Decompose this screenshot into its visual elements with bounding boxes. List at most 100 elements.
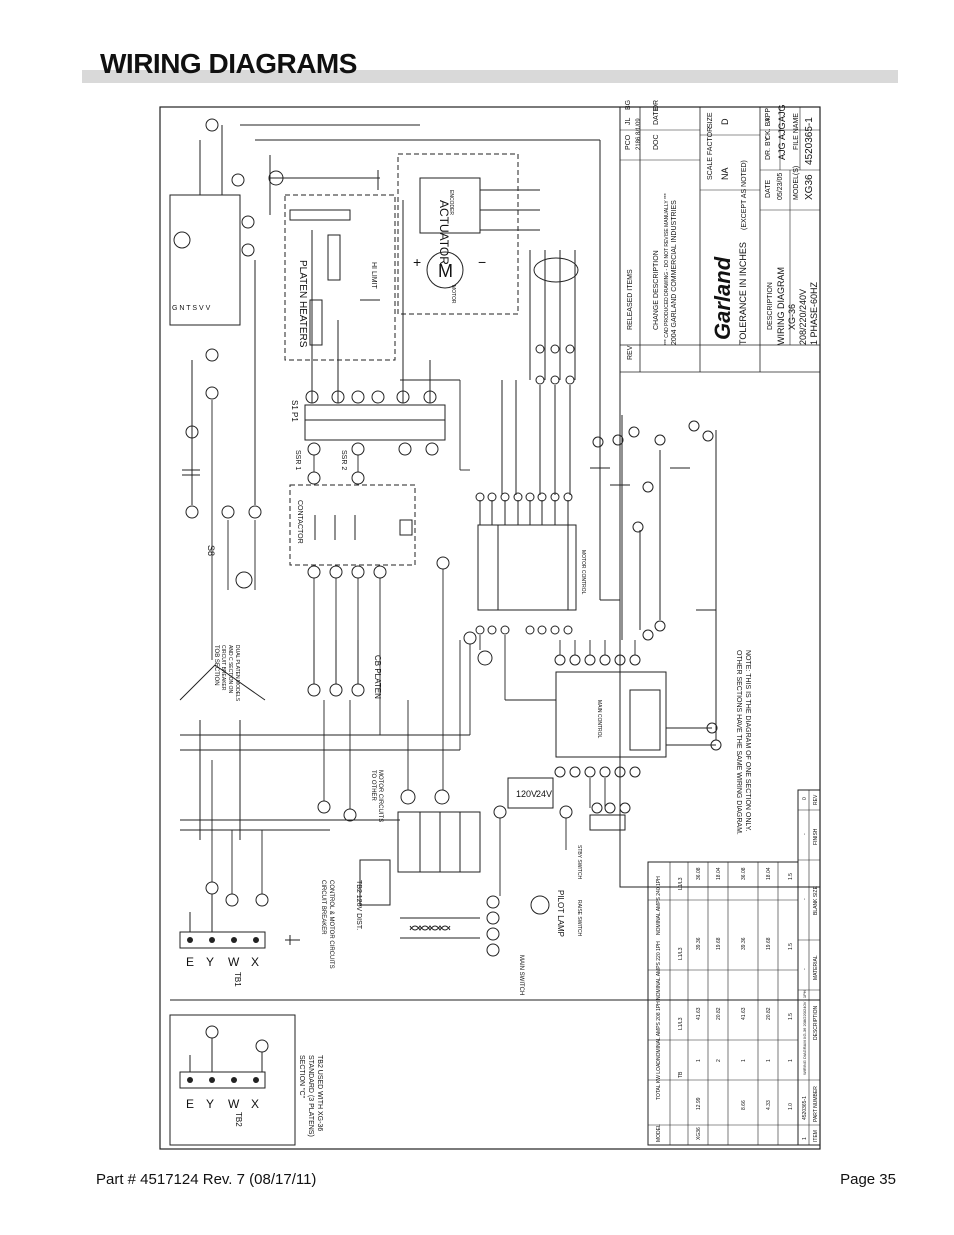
motor-control-board: MOTOR CONTROL xyxy=(463,492,586,666)
tb-change-description: CHANGE DESCRIPTION xyxy=(653,250,660,330)
contactor-label: CONTACTOR xyxy=(296,500,303,544)
tb2-w: W xyxy=(228,1097,240,1111)
toother-circuits: TO OTHER MOTOR CIRCUITS TB2 120V DIST. C… xyxy=(180,734,481,969)
svg-text:CIRCUIT BREAKER: CIRCUIT BREAKER xyxy=(320,880,326,935)
svg-text:20.82: 20.82 xyxy=(766,1007,772,1020)
tb-desc-4: 1 PHASE-60HZ xyxy=(809,281,819,345)
raise-switch-label: RAISE SWITCH xyxy=(576,900,582,937)
svg-text:TO OTHER: TO OTHER xyxy=(370,770,376,802)
tb1-block: E Y W X TB1 xyxy=(179,881,269,987)
title-block: REV RELEASED ITEMS CHANGE DESCRIPTION PC… xyxy=(619,100,821,888)
tb-rev-label: REV xyxy=(627,345,634,360)
svg-text:L1/L3: L1/L3 xyxy=(678,1017,684,1030)
tb-rev-date: 2186 8/1/09 xyxy=(636,118,642,150)
note-text: NOTE: THIS IS THE DIAGRAM OF ONE SECTION… xyxy=(735,650,751,835)
svg-text:1: 1 xyxy=(788,1059,794,1062)
svg-text:20.82: 20.82 xyxy=(716,1007,722,1020)
svg-text:39.36: 39.36 xyxy=(696,937,702,950)
tb1-label: TB1 xyxy=(233,972,242,987)
svg-text:36.08: 36.08 xyxy=(741,867,747,880)
svg-text:FINISH: FINISH xyxy=(813,828,819,845)
tb-file-name-value: 4520365-1 xyxy=(804,117,815,165)
tb-except: (EXCEPT AS NOTED) xyxy=(741,160,748,230)
svg-text:-: - xyxy=(802,968,808,970)
tb-dr: DR xyxy=(653,100,660,110)
tb-size: SIZE xyxy=(707,112,714,128)
tb-description-label: DESCRIPTION xyxy=(767,282,774,330)
svg-text:CIRCUIT BREAKER: CIRCUIT BREAKER xyxy=(220,645,226,691)
tb-app-by: APP xyxy=(765,108,772,122)
actuator-block: ACTUATOR ENCODER M + − MOTOR xyxy=(397,153,579,380)
ssr2-label: SSR 2 xyxy=(340,450,347,470)
svg-text:CONTROL & MOTOR CIRCUITS: CONTROL & MOTOR CIRCUITS xyxy=(328,880,334,969)
tb-company: 2004 GARLAND COMMERCIAL INDUSTRIES xyxy=(671,200,678,345)
tb2-120v-label: TB2 120V DIST. xyxy=(355,880,362,930)
garland-logo: Garland xyxy=(710,256,735,340)
tb-desc-2: XG-36 xyxy=(787,304,797,330)
svg-text:41.63: 41.63 xyxy=(696,1007,702,1020)
power-entry: G N T S V V xyxy=(169,118,601,600)
stby-switch-label: STBY SWITCH xyxy=(576,845,582,879)
tb1-w: W xyxy=(228,955,240,969)
tb1-y: Y xyxy=(206,955,214,969)
svg-text:TB: TB xyxy=(678,1071,684,1078)
mid-left-components xyxy=(182,260,262,519)
svg-text:TOB SECTION: TOB SECTION xyxy=(213,645,219,686)
svg-text:DUAL PLATEN MODELS: DUAL PLATEN MODELS xyxy=(234,645,240,702)
svg-text:AND C SECTION ON: AND C SECTION ON xyxy=(227,645,233,693)
svg-text:1.5: 1.5 xyxy=(788,943,794,950)
svg-text:OTHER SECTIONS HAVE THE SAME W: OTHER SECTIONS HAVE THE SAME WIRING DIAG… xyxy=(735,650,742,835)
svg-text:1: 1 xyxy=(766,1059,772,1062)
tb-ck-value: AJG xyxy=(777,122,787,140)
tb2-x: X xyxy=(251,1097,259,1111)
svg-text:MATERIAL: MATERIAL xyxy=(813,955,819,980)
svg-text:STANDARD (3 PLATENS): STANDARD (3 PLATENS) xyxy=(307,1055,314,1137)
svg-text:DESCRIPTION: DESCRIPTION xyxy=(813,1005,819,1040)
tb-cad-note: *** CAD PRODUCED DRAWING - DO NOT REVISE… xyxy=(664,193,670,345)
footer-page-number: Page 35 xyxy=(840,1171,896,1188)
main-switch-label: MAIN SWITCH xyxy=(518,955,524,995)
tb-bg: BG xyxy=(625,100,632,110)
platen-heaters-block: PLATEN HEATERS HI LIMIT xyxy=(284,194,396,361)
tb-app-value: AJG xyxy=(777,104,787,122)
amps-table: MODEL TOTAL KW LOAD NOMINAL AMPS 208 1PH… xyxy=(647,861,799,1146)
tb2-label: TB2 xyxy=(234,1112,243,1127)
platen-heaters-label: PLATEN HEATERS xyxy=(297,260,308,348)
tb2-e: E xyxy=(186,1097,194,1111)
svg-text:ITEM: ITEM xyxy=(813,1130,819,1142)
svg-text:REV: REV xyxy=(813,794,819,805)
svg-text:1: 1 xyxy=(696,1059,702,1062)
tb-pco: PCO xyxy=(625,134,632,150)
main-control-board: MAIN CONTROL xyxy=(554,430,722,778)
svg-text:WIRING DIAGRAM XG-36 208/220/2: WIRING DIAGRAM XG-36 208/220/240V - 1PH xyxy=(802,990,807,1075)
footer-part-number: Part # 4517124 Rev. 7 (08/17/11) xyxy=(96,1171,317,1188)
svg-text:G N T S V V: G N T S V V xyxy=(172,305,211,312)
tb-released-items: RELEASED ITEMS xyxy=(627,269,634,330)
tb-date-label: DATE xyxy=(765,180,772,198)
svg-text:0: 0 xyxy=(802,797,808,800)
svg-text:39.36: 39.36 xyxy=(741,937,747,950)
actuator-wire-circles xyxy=(535,344,575,495)
tb-scale-factor: SCALE FACTOR xyxy=(707,127,714,180)
v120-label: 120V xyxy=(516,789,537,799)
tb-scale-value: NA xyxy=(720,167,730,180)
cb-platen-block: CB PLATEN xyxy=(307,640,382,699)
svg-text:−: − xyxy=(478,254,486,270)
s1p1-terminals: S1 P1 SSR 1 SSR 2 xyxy=(290,200,446,470)
sensor-group xyxy=(501,380,716,641)
tb-date: DATE xyxy=(653,107,660,125)
svg-text:1.5: 1.5 xyxy=(788,873,794,880)
svg-text:-: - xyxy=(802,898,808,900)
tb-desc-3: 208/220/240V xyxy=(798,289,808,345)
svg-text:18.04: 18.04 xyxy=(716,867,722,880)
tb1-x: X xyxy=(251,955,259,969)
tob-section: TOB SECTION CIRCUIT BREAKER AND C SECTIO… xyxy=(179,545,266,840)
svg-text:SECTION "C": SECTION "C" xyxy=(298,1055,305,1099)
tb-models-label: MODEL(S) xyxy=(793,166,800,200)
tb-dr-by: DR. BY xyxy=(765,136,772,160)
svg-text:4.33: 4.33 xyxy=(766,1100,772,1110)
parts-list: 1 4520365-1 WIRING DIAGRAM XG-36 208/220… xyxy=(797,789,821,1146)
svg-text:1.5: 1.5 xyxy=(788,1013,794,1020)
s1p1-label: S1 P1 xyxy=(290,400,299,422)
